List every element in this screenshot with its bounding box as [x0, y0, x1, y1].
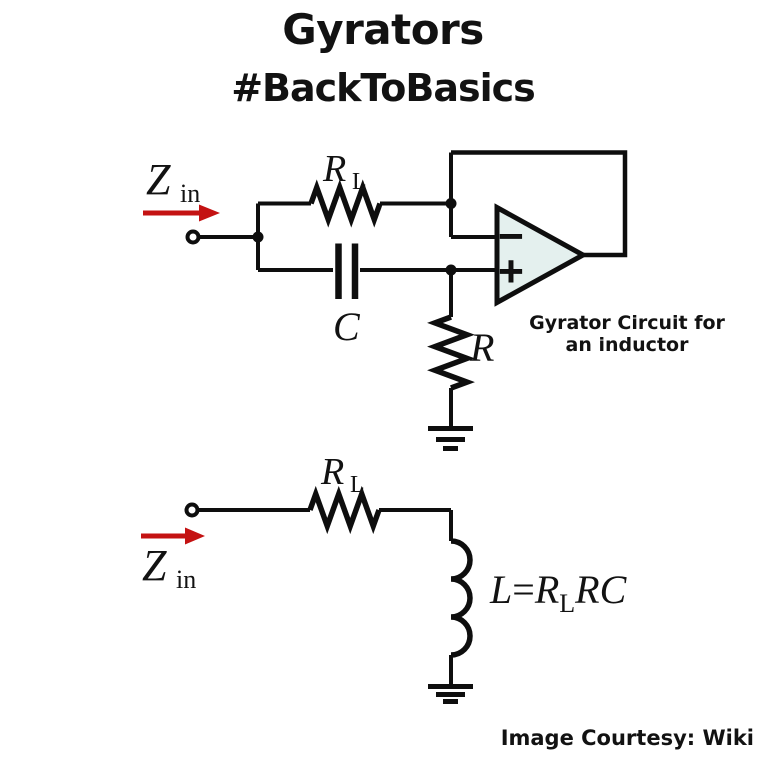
lower-ground-symbol: [428, 684, 473, 704]
upper-rl-subscript: L: [352, 169, 367, 195]
image-credit: Image Courtesy: Wiki: [501, 726, 754, 750]
lower-rl-subscript: L: [350, 472, 365, 498]
capacitor: [335, 243, 359, 299]
equation-equals: =: [512, 567, 535, 612]
opamp-body: [494, 203, 589, 307]
page-subtitle: #BackToBasics: [231, 66, 535, 110]
equation-r1-subscript: L: [559, 589, 575, 618]
lower-zin-label: Z: [142, 541, 167, 590]
junction-dot-noninverting: [445, 264, 457, 276]
equivalent-inductor-circuit: Z in R L L=RLRC: [141, 451, 628, 704]
upper-rl-label: R: [322, 148, 346, 190]
junction-dot-feedback: [445, 198, 457, 209]
lower-resistor-rl: [307, 485, 382, 535]
upper-caption-line1: Gyrator Circuit for: [529, 312, 725, 334]
upper-zin-subscript: in: [180, 179, 200, 208]
upper-zin-label: Z: [146, 155, 171, 204]
capacitor-label: C: [333, 304, 361, 349]
junction-dot-input: [252, 231, 264, 243]
upper-caption-line2: an inductor: [566, 334, 690, 356]
resistor-r: [427, 314, 475, 391]
equation-rest: RC: [574, 567, 627, 612]
feedback-wire: [451, 150, 628, 258]
opamp-inverting-sign: −: [497, 216, 526, 256]
gyrator-opamp-circuit: Z in R L C R −: [143, 148, 726, 451]
inductance-equation: L=RLRC: [489, 567, 628, 618]
resistor-rl: [308, 179, 383, 228]
resistor-r-label: R: [469, 325, 494, 370]
page-title: Gyrators: [282, 5, 484, 54]
upper-zin-arrow-head: [199, 204, 220, 222]
lower-circuit-wires: [197, 508, 453, 684]
upper-input-terminal: [185, 229, 201, 245]
equation-r1: R: [534, 567, 559, 612]
lower-rl-label: R: [320, 451, 344, 493]
lower-zin-arrow-head: [185, 527, 205, 545]
opamp-noninverting-sign: +: [497, 251, 526, 291]
lower-input-terminal: [184, 502, 200, 518]
inductor-coil: [450, 538, 473, 658]
equation-lhs: L: [489, 567, 512, 612]
upper-ground-symbol: [428, 426, 473, 451]
lower-zin-subscript: in: [176, 565, 196, 594]
